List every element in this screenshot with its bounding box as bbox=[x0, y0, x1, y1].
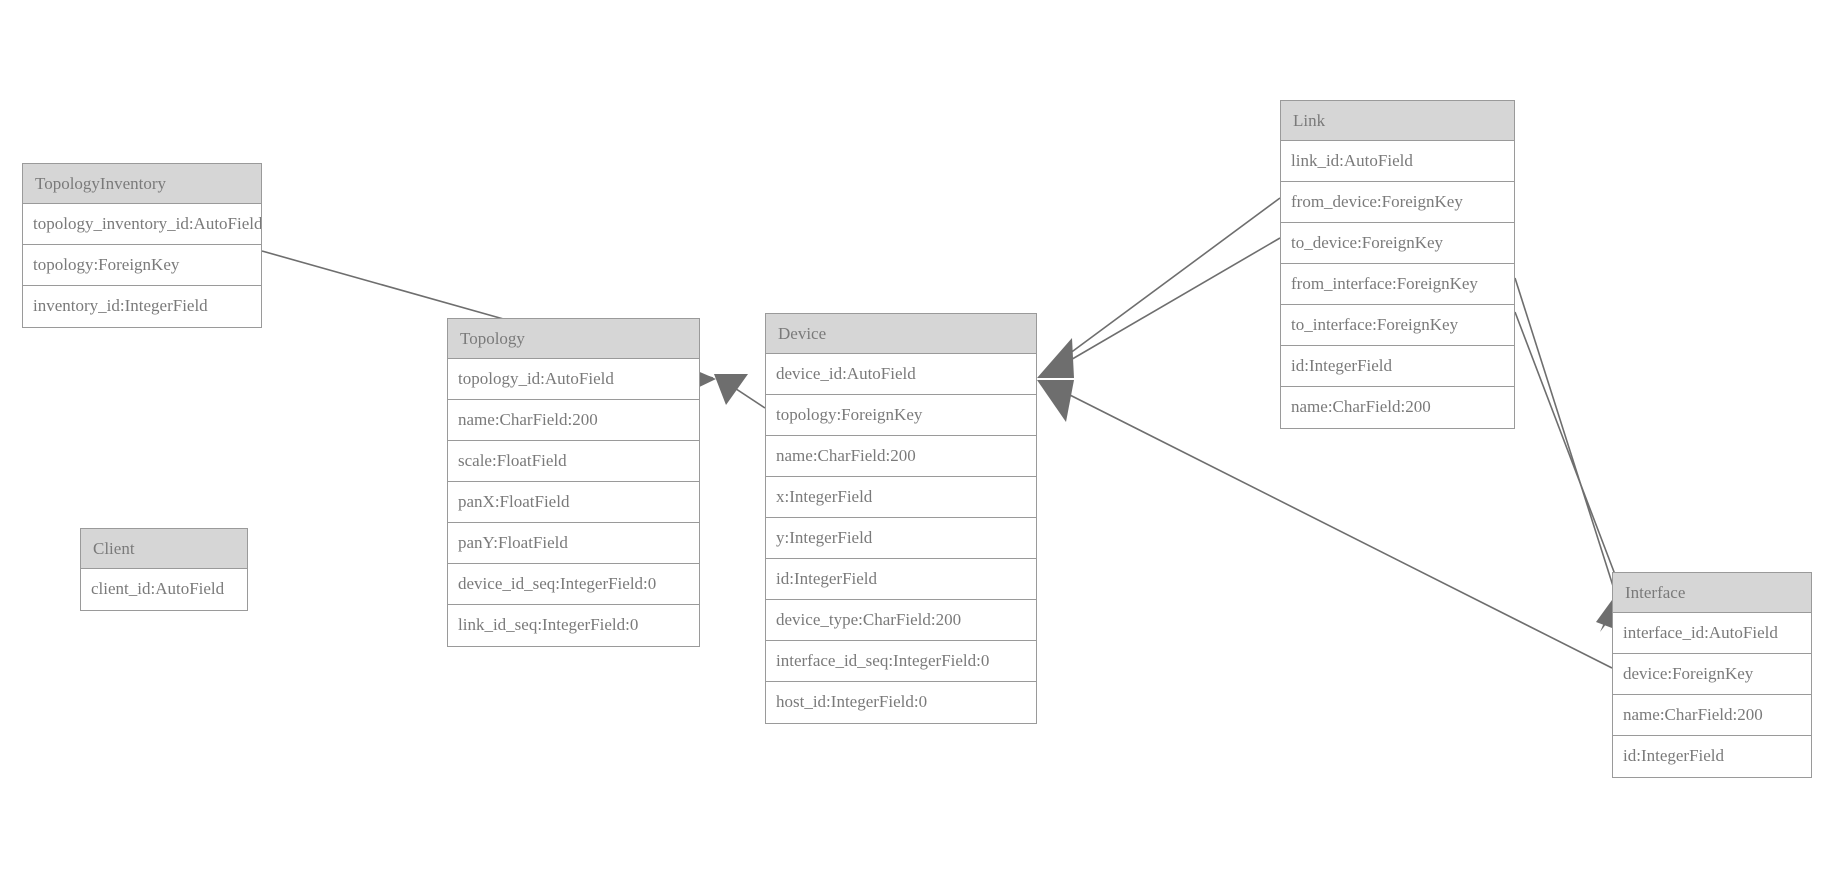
edge-link-to-interface bbox=[1514, 311, 1628, 607]
entity-title-link: Link bbox=[1281, 101, 1514, 141]
arrowhead-device bbox=[1037, 338, 1074, 422]
entity-field-link-2: to_device:ForeignKey bbox=[1281, 223, 1514, 264]
entity-field-topology-6: link_id_seq:IntegerField:0 bbox=[448, 605, 699, 646]
entity-field-link-6: name:CharField:200 bbox=[1281, 387, 1514, 428]
entity-field-topology-1: name:CharField:200 bbox=[448, 400, 699, 441]
entity-field-device-8: host_id:IntegerField:0 bbox=[766, 682, 1036, 723]
entity-field-device-6: device_type:CharField:200 bbox=[766, 600, 1036, 641]
entity-field-device-4: y:IntegerField bbox=[766, 518, 1036, 559]
entity-field-device-3: x:IntegerField bbox=[766, 477, 1036, 518]
entity-title-topology_inventory: TopologyInventory bbox=[23, 164, 261, 204]
entity-field-client-0: client_id:AutoField bbox=[81, 569, 247, 610]
entity-field-link-5: id:IntegerField bbox=[1281, 346, 1514, 387]
entity-field-topology-2: scale:FloatField bbox=[448, 441, 699, 482]
entity-field-link-4: to_interface:ForeignKey bbox=[1281, 305, 1514, 346]
entity-field-topology_inventory-2: inventory_id:IntegerField bbox=[23, 286, 261, 327]
entity-field-device-7: interface_id_seq:IntegerField:0 bbox=[766, 641, 1036, 682]
entity-field-interface-1: device:ForeignKey bbox=[1613, 654, 1811, 695]
entity-title-device: Device bbox=[766, 314, 1036, 354]
entity-field-device-5: id:IntegerField bbox=[766, 559, 1036, 600]
entity-title-client: Client bbox=[81, 529, 247, 569]
entity-field-topology-0: topology_id:AutoField bbox=[448, 359, 699, 400]
edge-link-from-interface bbox=[1514, 277, 1621, 609]
entity-field-topology-4: panY:FloatField bbox=[448, 523, 699, 564]
edge-link-to-device bbox=[1049, 237, 1281, 373]
entity-field-link-1: from_device:ForeignKey bbox=[1281, 182, 1514, 223]
entity-field-device-0: device_id:AutoField bbox=[766, 354, 1036, 395]
entity-field-device-2: name:CharField:200 bbox=[766, 436, 1036, 477]
entity-field-interface-2: name:CharField:200 bbox=[1613, 695, 1811, 736]
entity-field-device-1: topology:ForeignKey bbox=[766, 395, 1036, 436]
entity-title-topology: Topology bbox=[448, 319, 699, 359]
entity-field-topology_inventory-0: topology_inventory_id:AutoField bbox=[23, 204, 261, 245]
edge-link-from-device bbox=[1049, 197, 1281, 369]
entity-field-link-0: link_id:AutoField bbox=[1281, 141, 1514, 182]
entity-field-topology-5: device_id_seq:IntegerField:0 bbox=[448, 564, 699, 605]
entity-field-link-3: from_interface:ForeignKey bbox=[1281, 264, 1514, 305]
entity-field-topology-3: panX:FloatField bbox=[448, 482, 699, 523]
entity-field-interface-0: interface_id:AutoField bbox=[1613, 613, 1811, 654]
entity-field-topology_inventory-1: topology:ForeignKey bbox=[23, 245, 261, 286]
entity-title-interface: Interface bbox=[1613, 573, 1811, 613]
entity-field-interface-3: id:IntegerField bbox=[1613, 736, 1811, 777]
edge-device-topology bbox=[714, 374, 766, 409]
